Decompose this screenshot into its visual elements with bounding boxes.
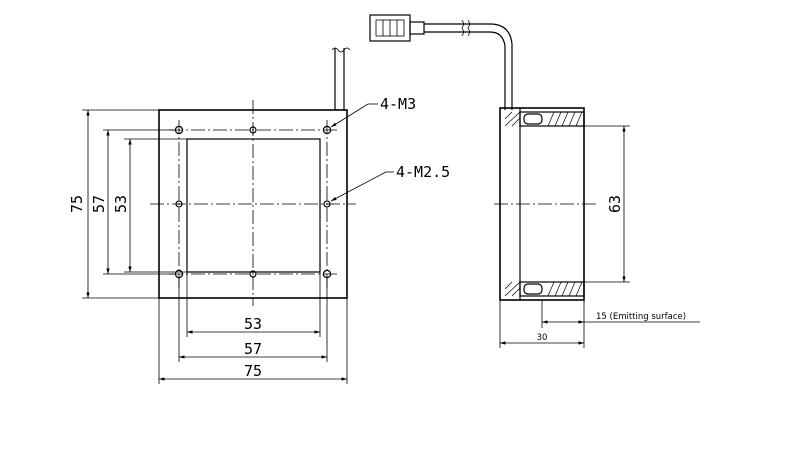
mounting-holes [174,125,332,279]
dim-depth-label: 30 [537,333,548,343]
callout-m25-leader [330,171,394,202]
hole-m3 [322,125,332,135]
front-view: 4-M3 4-M2.5 75 57 53 [68,47,450,384]
cable [424,19,513,110]
hole-m2-5 [323,200,331,208]
callout-m3-leader [330,103,378,128]
hole-m2-5 [249,126,257,134]
connector [369,14,425,42]
dim-window-width-label: 53 [244,315,262,333]
window-opening [186,138,321,273]
dim-diameter [584,125,630,283]
callout-m3-label: 4-M3 [380,95,416,113]
dim-outer-width-label: 75 [244,362,262,380]
side-view: 63 30 15 (Emitting surface) [369,14,700,348]
dim-window-height [124,138,187,273]
cable-stub [331,47,351,110]
hole-m3 [174,269,184,279]
hole-m3 [174,125,184,135]
dim-hole-pitch-width [178,278,328,362]
dim-emitting-surface [541,300,700,328]
hole-m2-5 [249,270,257,278]
dim-window-width [186,272,321,337]
top-section [504,111,585,127]
dim-diameter-label: 63 [606,195,624,213]
hole-m3 [322,269,332,279]
dim-emitting-surface-label: 15 (Emitting surface) [596,312,686,322]
dim-hole-pitch-height-label: 57 [90,195,108,213]
callout-m25-label: 4-M2.5 [396,163,450,181]
dim-outer-height [82,109,159,299]
dim-depth [499,300,585,348]
dim-hole-pitch-height [103,129,175,275]
bottom-section [504,281,585,297]
hole-m2-5 [175,200,183,208]
dim-window-height-label: 53 [112,195,130,213]
dim-outer-width [158,298,348,384]
dim-hole-pitch-width-label: 57 [244,340,262,358]
dim-outer-height-label: 75 [68,195,86,213]
